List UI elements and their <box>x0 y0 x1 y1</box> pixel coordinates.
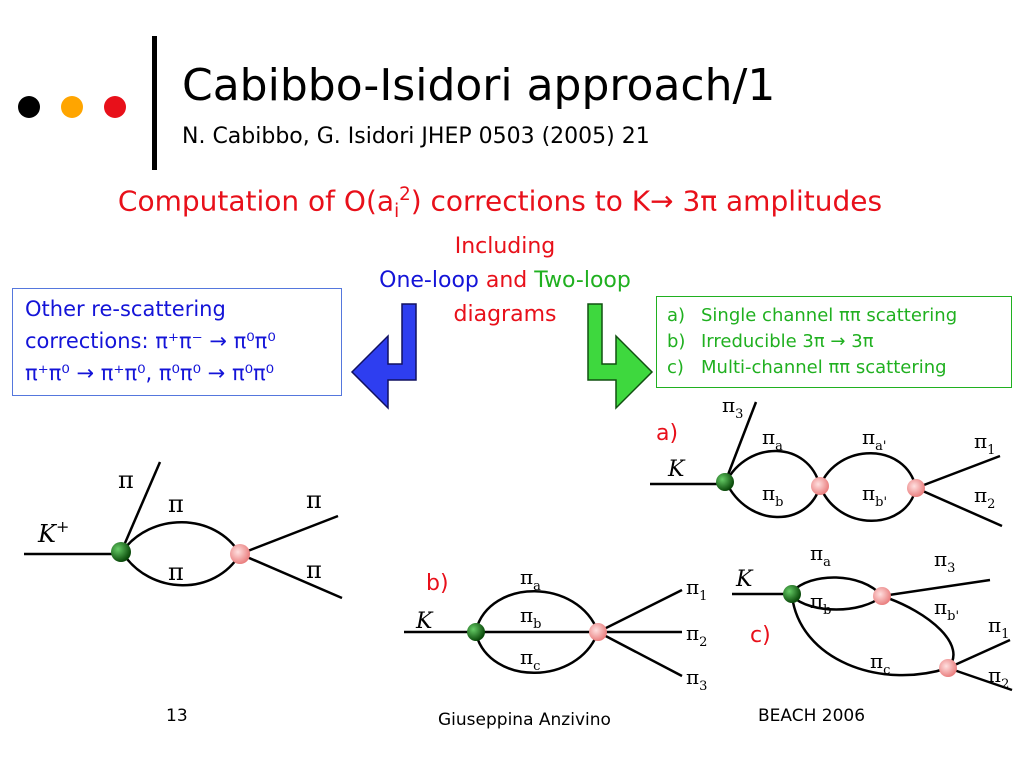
topic-item-a: a)Single channel ππ scattering <box>667 305 958 326</box>
diagram-c-pi3: π3 <box>934 547 955 576</box>
caption-diagrams: diagrams <box>453 302 557 327</box>
main-pi-label-loop-top: π <box>168 490 184 518</box>
blue-arrow-icon <box>350 303 417 410</box>
diagram-c-K: K <box>735 567 754 592</box>
caption-and: and <box>485 268 528 293</box>
diagram-b <box>404 588 683 678</box>
main-pi-label-out-bottom: π <box>306 556 322 584</box>
footer-author: Giuseppina Anzivino <box>438 710 611 730</box>
diagram-c-vertex-2 <box>939 659 957 677</box>
diagram-a-weak-vertex <box>716 473 734 491</box>
caption-two-loop: Two-loop <box>534 268 631 293</box>
right-topics-box: a)Single channel ππ scattering b)Irreduc… <box>656 296 1012 388</box>
diagram-c-weak-vertex <box>783 585 801 603</box>
diagram-a-pia2: πa' <box>862 425 886 454</box>
caption-loop-line: One-loop and Two-loop <box>350 264 660 298</box>
diagram-a-pi1: π1 <box>974 429 995 458</box>
diagram-c-pib: πb <box>810 589 831 618</box>
main-K-label: K+ <box>37 517 69 548</box>
diagram-b-K: K <box>415 609 434 634</box>
diagram-b-label: b) <box>426 571 449 596</box>
diagram-c-pi1: π1 <box>988 613 1009 642</box>
diagram-b-pi1: π1 <box>686 575 707 604</box>
bullet-dot-black <box>18 96 40 118</box>
diagram-b-pi2: π2 <box>686 621 707 650</box>
caption-one-loop: One-loop <box>379 268 479 293</box>
diagram-a-pib: πb <box>762 481 783 510</box>
main-rescatter-vertex <box>230 544 250 564</box>
paper-reference: N. Cabibbo, G. Isidori JHEP 0503 (2005) … <box>182 124 650 149</box>
left-rescattering-box: Other re-scattering corrections: π⁺π⁻ → … <box>12 288 342 396</box>
diagram-b-pic: πc <box>520 645 540 674</box>
caption-including: Including <box>454 234 556 259</box>
diagram-a-label: a) <box>656 421 678 446</box>
diagram-b-rescatter-vertex <box>589 623 607 641</box>
diagram-a-K: K <box>667 457 686 482</box>
diagram-b-weak-vertex <box>467 623 485 641</box>
left-box-line-1: Other re-scattering <box>25 297 226 321</box>
main-weak-vertex <box>111 542 131 562</box>
topic-item-c: c)Multi-channel ππ scattering <box>667 357 947 378</box>
footer-event: BEACH 2006 <box>758 706 866 726</box>
main-one-loop-diagram <box>24 461 343 600</box>
diagram-a-pib2: πb' <box>862 481 887 510</box>
bullet-dot-orange <box>61 96 83 118</box>
diagram-c-pic: πc <box>870 649 890 678</box>
slide-subtitle: Computation of O(ai2) corrections to K→ … <box>117 184 883 222</box>
title-divider <box>152 36 157 170</box>
main-pi-label-top: π <box>118 466 134 494</box>
green-arrow-icon <box>587 303 654 410</box>
main-pi-label-out-top: π <box>306 486 322 514</box>
diagram-a-pi3: π3 <box>722 393 743 422</box>
diagram-c-label: c) <box>750 623 771 648</box>
diagram-b-pib: πb <box>520 603 541 632</box>
diagram-a <box>650 401 1003 528</box>
left-box-line-2: corrections: π⁺π⁻ → π⁰π⁰ <box>25 329 276 353</box>
diagram-c-pia: πa <box>810 541 831 570</box>
diagram-a-vertex-2 <box>907 479 925 497</box>
diagram-a-pia: πa <box>762 425 783 454</box>
center-caption: Including One-loop and Two-loop diagrams <box>350 230 660 332</box>
diagram-a-vertex-1 <box>811 477 829 495</box>
topic-item-b: b)Irreducible 3π → 3π <box>667 331 874 352</box>
left-box-line-3: π⁺π⁰ → π⁺π⁰, π⁰π⁰ → π⁰π⁰ <box>25 361 275 385</box>
bullet-dot-red <box>104 96 126 118</box>
slide-title: Cabibbo-Isidori approach/1 <box>182 60 776 111</box>
diagram-b-pi3: π3 <box>686 665 707 694</box>
diagram-c-vertex-1 <box>873 587 891 605</box>
diagram-a-pi2: π2 <box>974 483 995 512</box>
diagram-c-pi2: π2 <box>988 663 1009 692</box>
main-pi-label-loop-bottom: π <box>168 558 184 586</box>
diagram-c <box>732 576 1013 692</box>
diagram-c-pib2: πb' <box>934 595 959 624</box>
diagram-b-pia: πa <box>520 565 541 594</box>
footer-page-number: 13 <box>166 706 188 726</box>
